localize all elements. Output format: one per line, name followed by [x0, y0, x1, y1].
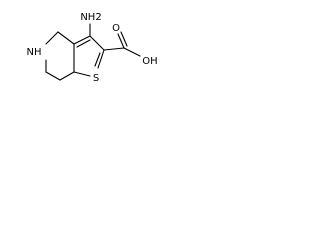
bond-thio-1 [73, 35, 91, 45]
bond-thio-1b [76, 39, 91, 48]
bond-thio-3 [97, 49, 105, 69]
molecule-structure: NH2 NH S O OH [27, 12, 158, 84]
bond-ring-4 [59, 71, 75, 81]
bond-acid-co [117, 33, 125, 49]
bond-acid-oh [123, 47, 141, 57]
carbonyl-oxygen-label: O [112, 23, 120, 34]
bond-ring-3 [45, 71, 61, 81]
hydroxyl-label: OH [142, 56, 157, 67]
amine-label: NH2 [80, 12, 101, 23]
bond-acid-c [103, 47, 125, 51]
bond-thio-3b [94, 52, 101, 67]
bond-ring-1 [45, 31, 59, 45]
molecule-canvas: NH2 NH S O OH [0, 0, 174, 109]
bond-thio-4 [73, 71, 91, 77]
ring-nh-label: NH [27, 47, 42, 58]
bond-ring-6 [57, 31, 75, 45]
bond-thio-2 [89, 35, 105, 51]
bond-acid-co-b [120, 31, 128, 47]
sulfur-label: S [93, 73, 99, 84]
